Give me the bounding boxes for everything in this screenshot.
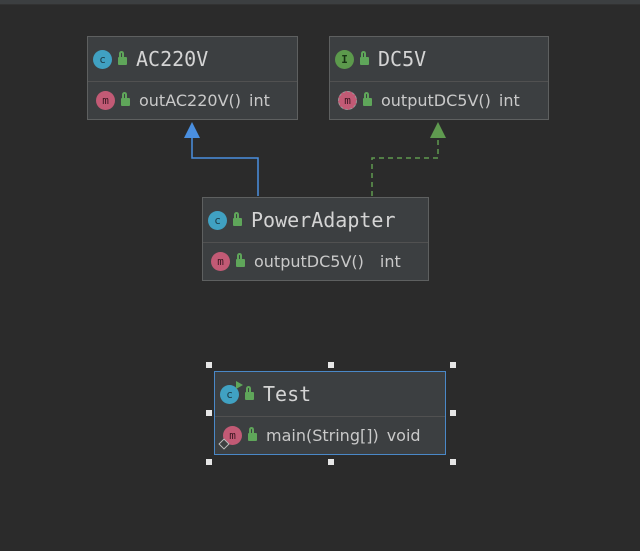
node-header: c PowerAdapter (203, 198, 428, 243)
extends-arrowhead (184, 122, 200, 138)
abstract-method-icon: m (338, 90, 357, 110)
resize-handle-right[interactable] (450, 410, 456, 416)
lock-icon (360, 51, 369, 65)
method-return-type: int (379, 251, 401, 271)
class-node-test[interactable]: c Test m main(String[]) void (214, 371, 446, 455)
class-node-power-adapter[interactable]: c PowerAdapter m outputDC5V() int (202, 197, 429, 281)
node-header: c AC220V (88, 37, 297, 82)
lock-icon (363, 92, 372, 106)
resize-handle-bottom-right[interactable] (450, 459, 456, 465)
class-node-ac220v[interactable]: c AC220V m outAC220V() int (87, 36, 298, 120)
method-return-type: void (386, 425, 421, 445)
method-icon: m (211, 251, 230, 271)
implements-link (371, 137, 439, 196)
interface-icon: I (335, 49, 354, 69)
lock-icon (121, 92, 130, 106)
resize-handle-bottom[interactable] (328, 459, 334, 465)
interface-node-dc5v[interactable]: I DC5V m outputDC5V() int (329, 36, 549, 120)
node-header: c Test (215, 372, 445, 417)
method-return-type: int (249, 90, 270, 110)
interface-name: DC5V (378, 47, 427, 71)
resize-handle-top[interactable] (328, 362, 334, 368)
run-marker-icon (236, 380, 243, 389)
class-name: PowerAdapter (251, 208, 396, 232)
method-return-type: int (498, 90, 520, 110)
method-row[interactable]: m outAC220V() int (88, 82, 297, 118)
resize-handle-left[interactable] (206, 410, 212, 416)
top-border (0, 0, 640, 5)
lock-icon (248, 427, 257, 441)
implements-arrowhead (430, 122, 446, 138)
resize-handle-top-right[interactable] (450, 362, 456, 368)
method-name: outputDC5V() (381, 90, 491, 110)
resize-handle-bottom-left[interactable] (206, 459, 212, 465)
resize-handle-top-left[interactable] (206, 362, 212, 368)
class-icon: c (93, 49, 112, 69)
class-icon: c (208, 210, 227, 230)
static-method-icon: m (218, 425, 242, 450)
method-row[interactable]: m outputDC5V() int (330, 82, 548, 118)
method-row[interactable]: m main(String[]) void (215, 417, 445, 453)
lock-icon (118, 51, 127, 65)
class-name: AC220V (136, 47, 209, 71)
method-name: outAC220V() (139, 90, 242, 110)
method-name: outputDC5V() (254, 251, 364, 271)
method-row[interactable]: m outputDC5V() int (203, 243, 428, 279)
method-name: main(String[]) (266, 425, 379, 445)
node-header: I DC5V (330, 37, 548, 82)
lock-icon (233, 212, 242, 226)
method-icon: m (96, 90, 115, 110)
lock-icon (245, 386, 254, 400)
runnable-class-icon: c (220, 380, 243, 404)
extends-link (191, 137, 259, 196)
lock-icon (236, 253, 245, 267)
static-marker-icon (218, 437, 230, 450)
class-name: Test (263, 382, 312, 406)
